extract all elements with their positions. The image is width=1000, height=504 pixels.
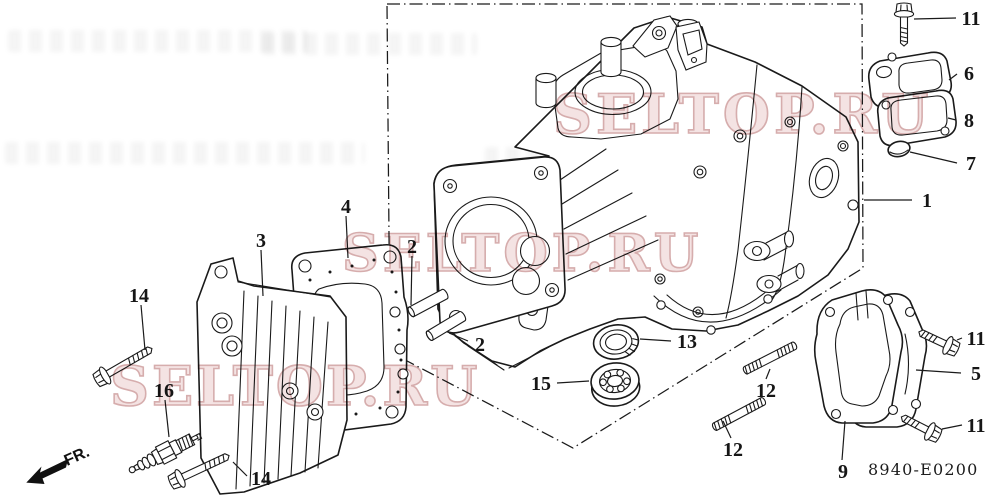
callout-oil-seal: 13 — [677, 331, 697, 353]
callout-leader-oil-seal — [639, 338, 672, 342]
callout-stud-lower: 12 — [723, 439, 743, 461]
ghost-watermark-text — [262, 33, 477, 55]
callout-leader-flange-bolt-low — [941, 424, 963, 430]
callout-stud-upper: 12 — [756, 380, 776, 402]
callout-leader-breather-cover — [948, 73, 958, 81]
callout-cylinder-head: 3 — [256, 230, 266, 252]
callout-flange-bolt-top: 11 — [962, 8, 981, 30]
callout-head-gasket: 4 — [341, 196, 351, 218]
callout-dowel-pin-upper: 2 — [407, 236, 417, 258]
callout-head-bolt-upper: 14 — [129, 285, 149, 307]
callout-cylinder-barrel: 1 — [922, 190, 932, 212]
callout-breather-cover: 6 — [964, 63, 974, 85]
part-sealing-disc — [887, 140, 911, 158]
callout-leader-head-bolt-lower — [232, 461, 248, 477]
callout-flange-bolt-low: 11 — [967, 415, 986, 437]
part-cylinder-barrel — [433, 15, 860, 371]
callout-dowel-pin-lower: 2 — [475, 334, 485, 356]
callout-breather-gasket: 8 — [964, 110, 974, 132]
callout-leader-dowel-pin-upper — [410, 255, 413, 306]
callout-leader-breather-gasket — [947, 117, 957, 121]
callout-ball-bearing: 15 — [531, 373, 551, 395]
callout-leader-head-gasket — [345, 215, 349, 259]
part-cylinder-head — [196, 257, 348, 495]
callout-leader-tappet-cover-gasket — [915, 369, 962, 374]
callout-sealing-disc: 7 — [966, 153, 976, 175]
callout-leader-dowel-pin-lower — [448, 332, 469, 342]
callout-spark-plug: 16 — [154, 380, 174, 402]
front-direction-label: FR. — [62, 444, 92, 470]
ghost-watermark-text — [8, 30, 308, 52]
ghost-watermark-text — [5, 142, 365, 164]
part-flange-bolt-top — [893, 2, 915, 47]
callout-head-bolt-lower: 14 — [251, 468, 271, 490]
callout-leader-head-bolt-upper — [140, 304, 146, 351]
part-ball-bearing — [590, 362, 641, 407]
fr-direction-marker: FR. — [26, 444, 92, 484]
callout-leader-flange-bolt-top — [913, 17, 957, 20]
callout-tappet-cover: 9 — [838, 461, 848, 483]
diagram-part-code: 8940-E0200 — [868, 460, 979, 479]
part-spark-plug — [128, 432, 203, 474]
callout-tappet-cover-gasket: 5 — [971, 363, 981, 385]
part-breather-gasket — [876, 89, 957, 147]
fr-arrow-icon — [26, 459, 68, 484]
callout-leader-stud-upper — [765, 368, 771, 380]
callout-leader-stud-lower — [722, 420, 732, 439]
part-oil-seal — [592, 324, 640, 360]
callout-leader-spark-plug — [164, 399, 170, 438]
callout-leader-cylinder-head — [260, 249, 264, 297]
callout-leader-ball-bearing — [556, 380, 590, 384]
callout-leader-flange-bolt-mid — [956, 337, 963, 341]
callout-leader-tappet-cover — [841, 420, 846, 461]
part-head-bolt-upper — [90, 339, 158, 390]
callout-leader-sealing-disc — [909, 151, 958, 164]
part-tappet-cover — [813, 289, 904, 424]
callout-flange-bolt-mid: 11 — [967, 328, 986, 350]
